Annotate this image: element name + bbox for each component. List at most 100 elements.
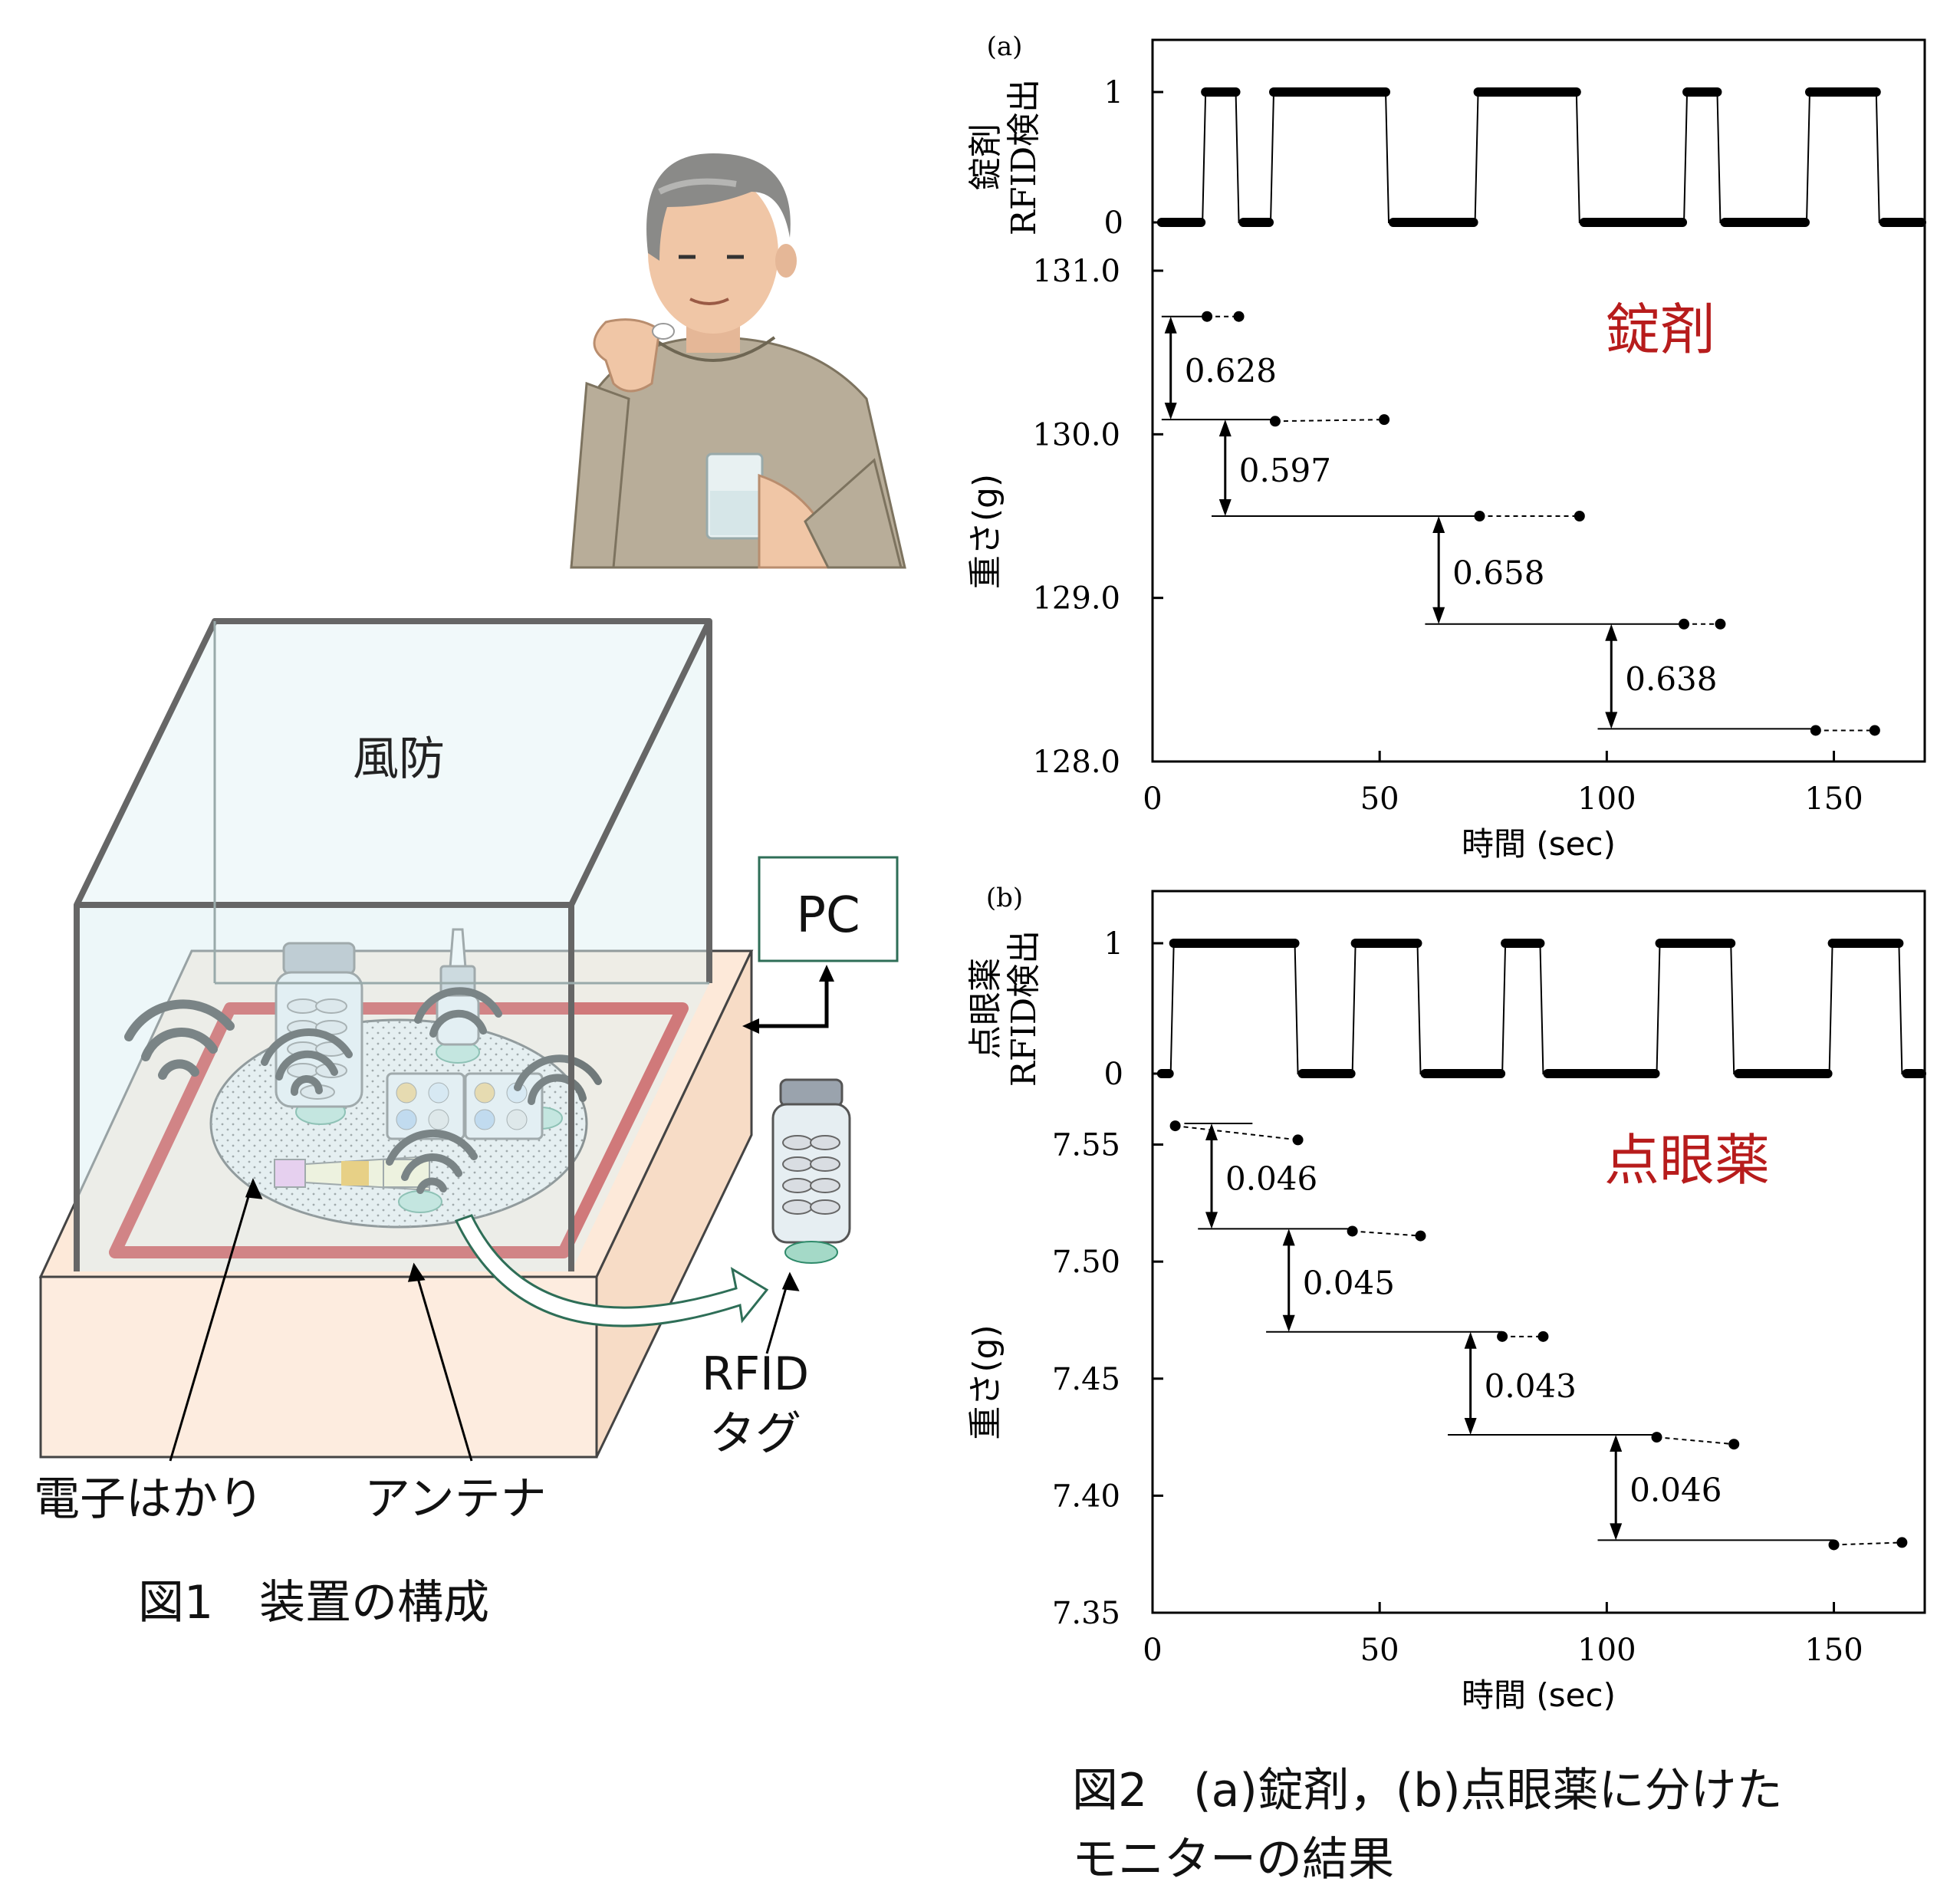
- x-axis-label: 時間 (sec): [1462, 1676, 1616, 1714]
- rfid-label-line2: RFID検出: [1005, 930, 1044, 1087]
- weight-point: [1828, 1539, 1840, 1551]
- figure2-caption-line1: 図2 (a)錠剤，(b)点眼薬に分けた: [1072, 1764, 1783, 1817]
- weight-point: [1651, 1432, 1662, 1443]
- rfid-tag: [784, 1241, 838, 1264]
- y-tick-label: 7.35: [1052, 1596, 1120, 1631]
- weight-point: [1497, 1331, 1508, 1342]
- x-tick-label: 150: [1804, 1633, 1863, 1668]
- chart-title: 錠剤: [1605, 298, 1715, 362]
- y-tick-label: 7.45: [1052, 1362, 1120, 1397]
- y-axis-label-text: 重さ(g): [966, 1324, 1005, 1439]
- x-tick-label: 100: [1577, 1633, 1636, 1668]
- x-axis-label: 時間 (sec): [1462, 825, 1616, 863]
- weight-point: [1896, 1537, 1908, 1548]
- difference-label: 0.045: [1303, 1265, 1395, 1302]
- x-tick-label: 0: [1143, 781, 1162, 817]
- y-tick-label: 7.55: [1052, 1128, 1120, 1163]
- x-tick-label: 50: [1360, 781, 1399, 817]
- rfid-label-line1: 錠剤: [966, 123, 1005, 191]
- weight-dashed-line: [1833, 1541, 1902, 1546]
- arrow-head: [1218, 419, 1232, 437]
- weight-point: [1810, 725, 1821, 736]
- plot-frame: [1151, 38, 1926, 763]
- weight-point: [1728, 1439, 1740, 1450]
- difference-label: 0.597: [1239, 452, 1331, 489]
- x-tick-label: 0: [1143, 1633, 1162, 1668]
- pc-label: PC: [796, 887, 860, 944]
- y-axis-label: 重さ(g): [966, 1324, 1005, 1439]
- weight-dashed-line: [1274, 419, 1385, 423]
- arrow-head: [1610, 1523, 1623, 1541]
- arrow-head: [1205, 1212, 1218, 1229]
- connection-arrow: [742, 965, 834, 1034]
- y-axis-label: 重さ(g): [966, 474, 1005, 589]
- rfid-tag-label: RFID: [702, 1347, 809, 1401]
- arrow-head: [1432, 607, 1445, 624]
- antenna-label: アンテナ: [364, 1472, 547, 1526]
- weight-point: [1537, 1331, 1549, 1342]
- weight-point: [1715, 618, 1726, 630]
- x-tick-label: 50: [1360, 1633, 1399, 1668]
- arrow-head: [1282, 1314, 1295, 1332]
- difference-label: 0.658: [1452, 554, 1544, 591]
- difference-label: 0.043: [1485, 1367, 1577, 1405]
- weight-point: [1202, 311, 1213, 322]
- weight-dashed-line: [1352, 1230, 1421, 1237]
- weight-point: [1415, 1230, 1426, 1242]
- figure2-caption-line2: モニターの結果: [1072, 1833, 1394, 1886]
- windshield: [74, 618, 712, 1271]
- removed-pill-bottle-icon: [771, 1078, 851, 1264]
- arrow-head: [1218, 499, 1232, 516]
- weight-dashed-line: [1175, 1125, 1298, 1141]
- x-tick-label: 150: [1804, 781, 1863, 817]
- person-illustration: [570, 153, 906, 569]
- weight-point: [1269, 416, 1281, 427]
- panel-label: (a): [987, 31, 1023, 62]
- figure1: 風防 PC: [34, 153, 906, 1630]
- arrow-head: [1610, 1435, 1623, 1452]
- figure1-caption: 図1 装置の構成: [138, 1576, 489, 1630]
- arrow-head: [1605, 712, 1618, 729]
- chart-title: 点眼薬: [1604, 1128, 1770, 1192]
- rfid-tick-label: 0: [1104, 1057, 1123, 1092]
- y-tick-label: 7.40: [1052, 1479, 1120, 1514]
- arrow-head: [1164, 316, 1177, 334]
- weight-point: [1292, 1134, 1304, 1146]
- arrow-head: [1164, 403, 1177, 420]
- scale-label: 電子はかり: [34, 1472, 264, 1526]
- weight-point: [1347, 1225, 1358, 1237]
- x-tick-label: 100: [1577, 781, 1636, 817]
- difference-label: 0.628: [1185, 352, 1277, 390]
- arrow-head: [1205, 1123, 1218, 1141]
- weight-point: [1233, 311, 1245, 322]
- y-tick-label: 130.0: [1032, 417, 1120, 452]
- arrow-head: [1464, 1418, 1477, 1436]
- rfid-signal-line: [1159, 942, 1923, 1074]
- difference-label: 0.638: [1625, 660, 1717, 698]
- rfid-tick-label: 1: [1104, 926, 1123, 962]
- rfid-signal-line: [1159, 91, 1923, 223]
- weight-point: [1474, 511, 1485, 521]
- y-tick-label: 129.0: [1032, 581, 1120, 617]
- arrow-head: [1282, 1229, 1295, 1246]
- rfid-tag-label: タグ: [709, 1407, 801, 1461]
- windshield-label: 風防: [353, 732, 445, 786]
- weight-point: [1869, 725, 1880, 736]
- weight-point: [1679, 618, 1690, 630]
- weight-dashed-line: [1656, 1436, 1735, 1446]
- y-tick-label: 128.0: [1032, 745, 1120, 780]
- pointer-lines: [169, 1178, 800, 1462]
- weight-point: [1169, 1120, 1181, 1132]
- remove-arrow: [454, 1214, 769, 1327]
- arrow-head: [1432, 516, 1445, 533]
- arrow-head: [1605, 623, 1618, 641]
- plot-frame: [1151, 890, 1926, 1614]
- y-tick-label: 7.50: [1052, 1245, 1120, 1280]
- arrow-head: [1464, 1331, 1477, 1349]
- difference-label: 0.046: [1629, 1472, 1722, 1509]
